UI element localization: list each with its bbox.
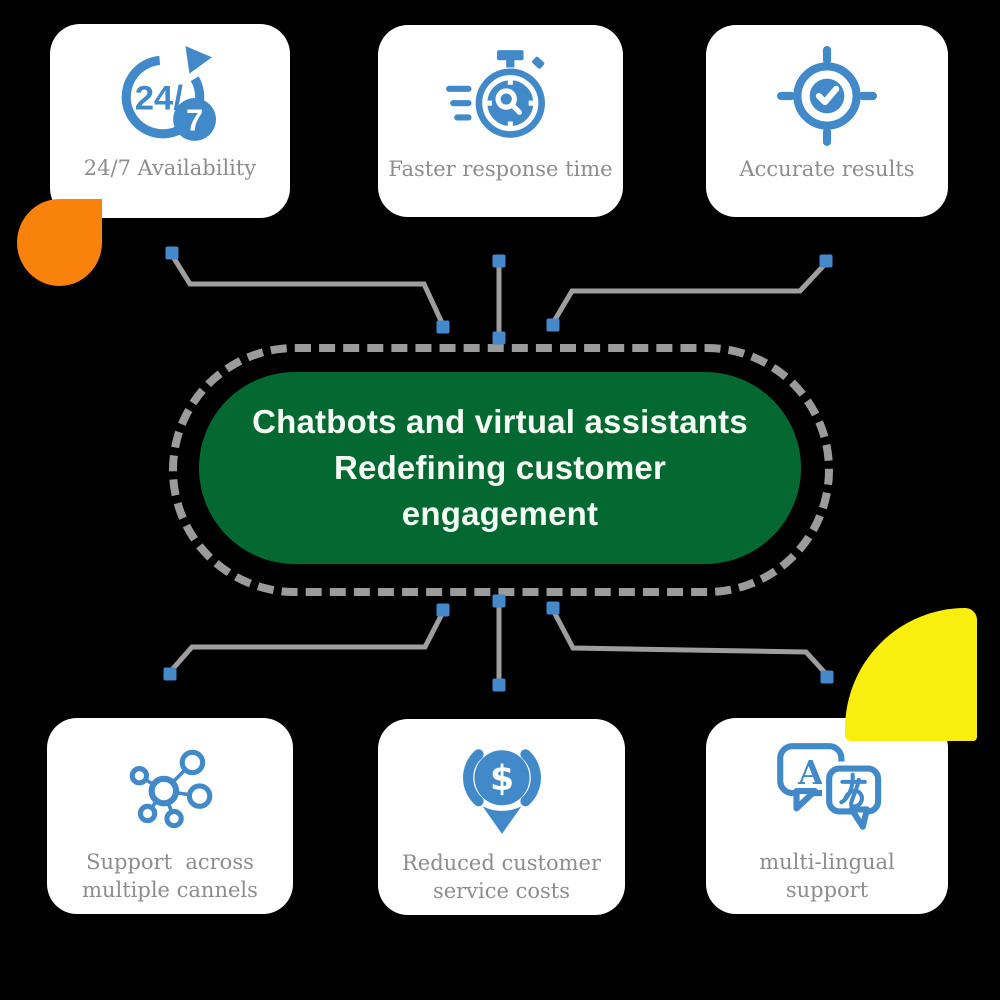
24-7-clock-icon: 24/ 7 bbox=[121, 46, 216, 141]
node-dot bbox=[165, 246, 179, 260]
node-dot bbox=[492, 678, 506, 692]
node-dot bbox=[492, 594, 506, 608]
card-label: Reduced customer service costs bbox=[401, 851, 602, 904]
card-label: Support across multiple cannels bbox=[82, 850, 258, 903]
stopwatch-icon bbox=[446, 50, 546, 138]
card-accurate-results: Accurate results bbox=[706, 25, 948, 217]
connector-line-bottom-left bbox=[168, 610, 446, 674]
card-label: Faster response time bbox=[388, 157, 613, 181]
card-label: 24/7 Availability bbox=[83, 156, 257, 180]
node-dot bbox=[546, 601, 560, 615]
center-title: Chatbots and virtual assistants Redefini… bbox=[252, 402, 748, 533]
node-dot bbox=[436, 603, 450, 617]
card-multi-lingual-support: A multi-lingual support bbox=[706, 718, 948, 914]
network-nodes-icon bbox=[129, 749, 213, 829]
dollar-glyph: $ bbox=[489, 759, 513, 799]
card-availability: 24/ 7 24/7 Availability bbox=[50, 24, 290, 218]
center-topic-pill: Chatbots and virtual assistants Redefini… bbox=[199, 372, 801, 564]
text-seven: 7 bbox=[186, 104, 203, 138]
node-dot bbox=[163, 667, 177, 681]
card-response-time: Faster response time bbox=[378, 25, 623, 217]
translation-bubbles-icon: A bbox=[777, 743, 885, 832]
orange-teardrop-shape bbox=[17, 199, 102, 286]
target-check-icon bbox=[777, 46, 877, 146]
node-dot bbox=[492, 254, 506, 268]
magnifier-glyph bbox=[495, 88, 518, 110]
checkmark-glyph bbox=[815, 85, 840, 106]
node-dot bbox=[819, 254, 833, 268]
node-dot bbox=[492, 331, 506, 345]
letter-a-glyph: A bbox=[797, 753, 824, 792]
arrowhead bbox=[185, 46, 212, 74]
card-label: multi-lingual support bbox=[759, 850, 895, 903]
node-dot bbox=[820, 670, 834, 684]
node-dot bbox=[436, 320, 450, 334]
yellow-quarter-circle-shape bbox=[845, 608, 977, 741]
card-label: Accurate results bbox=[739, 157, 915, 181]
connector-line-top-right bbox=[550, 261, 828, 325]
card-multi-channel-support: Support across multiple cannels bbox=[47, 718, 293, 914]
connector-line-bottom-right bbox=[550, 608, 829, 677]
down-arrow-glyph bbox=[482, 806, 521, 834]
connector-line-top-left bbox=[169, 253, 446, 327]
node-dot bbox=[546, 318, 560, 332]
hiragana-a-glyph bbox=[839, 772, 867, 809]
dollar-down-arrow-icon: $ bbox=[462, 749, 541, 834]
dashed-outline-pill bbox=[169, 344, 833, 596]
card-reduced-costs: $ Reduced customer service costs bbox=[378, 719, 625, 915]
